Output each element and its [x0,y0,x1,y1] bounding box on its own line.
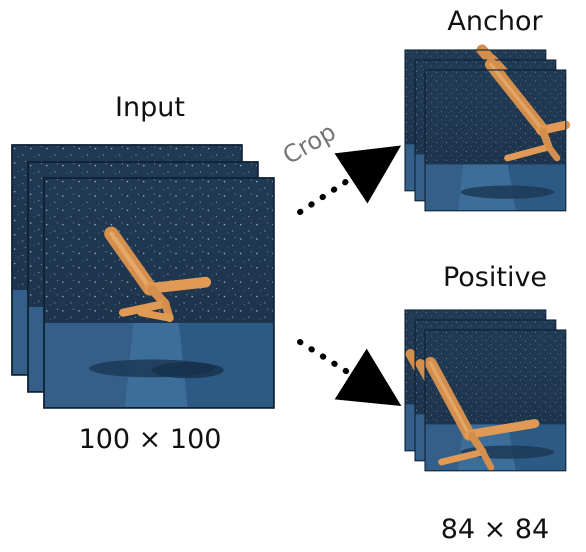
anchor-title: Anchor [447,6,543,37]
positive-title: Positive [442,262,548,293]
crop-arrow-to-positive [297,339,402,407]
input-title: Input [115,92,185,123]
crop-arrow-to-anchor [297,145,402,215]
positive-frame-front [424,329,567,472]
input-frame-stack [12,145,274,408]
crop-size-label: 84 × 84 [440,514,550,545]
anchor-frame-stack [404,44,571,212]
anchor-frame-front [424,58,571,212]
positive-frame-stack [404,309,567,472]
input-size-label: 100 × 100 [78,424,222,455]
input-frame-front [44,178,274,408]
